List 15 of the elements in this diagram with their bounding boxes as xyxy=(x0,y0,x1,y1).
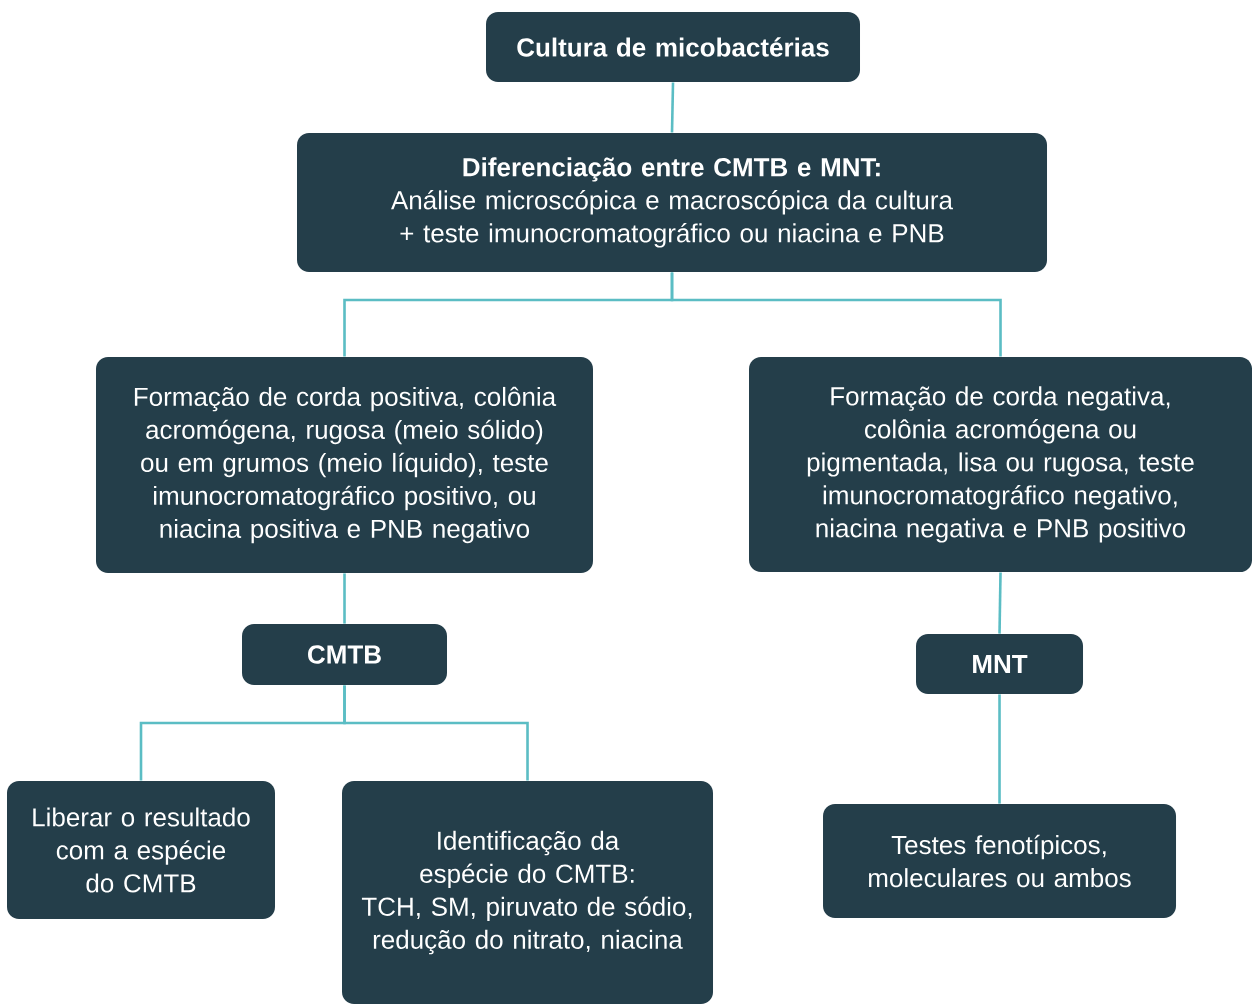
connector-line xyxy=(670,272,1002,357)
process-box: Cultura de micobactérias xyxy=(486,12,860,82)
process-box: Diferenciação entre CMTB e MNT: Análise microscópica e macroscópica da cultura + teste imunocromatográfico ou niacina e PNB xyxy=(297,133,1047,272)
process-box: Identificação da espécie do CMTB: TCH, SM, piruvato de sódio, redução do nitrato, niacina xyxy=(342,781,713,1004)
connector-line xyxy=(670,82,675,133)
connector-line xyxy=(343,573,346,624)
process-box: Liberar o resultado com a espécie do CMTB xyxy=(7,781,275,919)
process-box: CMTB xyxy=(242,624,447,685)
connector-line xyxy=(998,572,1002,634)
process-box: Formação de corda negativa, colônia acromógena ou pigmentada, lisa ou rugosa, teste imunocromatográfico negativo, niacina negativa e PNB positivo xyxy=(749,357,1252,572)
process-box: MNT xyxy=(916,634,1083,694)
process-box: Formação de corda positiva, colônia acromógena, rugosa (meio sólido) ou em grumos (meio líquido), teste imunocromatográfico positivo, ou niacina positiva e PNB negativo xyxy=(96,357,593,573)
connector-line xyxy=(343,685,529,781)
process-box: Testes fenotípicos, moleculares ou ambos xyxy=(823,804,1176,918)
connector-line xyxy=(998,694,1001,804)
